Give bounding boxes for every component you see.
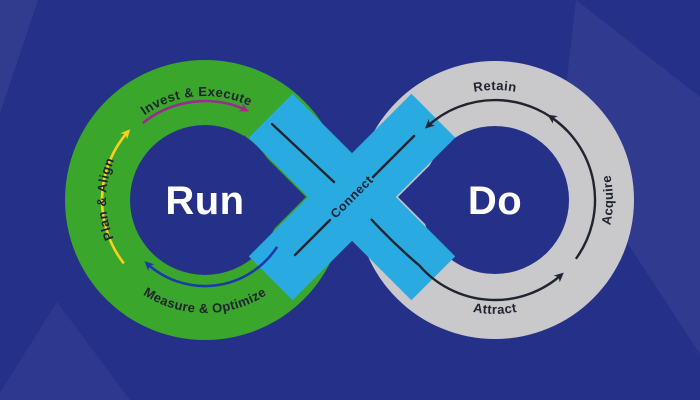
do-title: Do (468, 179, 522, 223)
do-hole-notch (398, 135, 460, 259)
background-facet-bottom-left (0, 302, 130, 400)
attract-arrow (370, 218, 564, 302)
invest-execute-arrow (141, 99, 250, 125)
background-facet-top-left (0, 0, 38, 113)
plan-align-arrow (100, 129, 131, 265)
connector-line-upper-left (270, 122, 336, 184)
run-title: Run (165, 179, 244, 223)
run-hole-notch (244, 135, 306, 259)
connector-line-upper-right (371, 134, 416, 179)
retain-arrow (424, 98, 568, 132)
acquire-label: Acquire (598, 174, 616, 226)
attract-label: Attract (472, 300, 518, 317)
plan-align-label: Plan & Align (94, 155, 117, 243)
retain-label: Retain (472, 78, 518, 95)
connector-lines (270, 122, 416, 257)
connector-line-lower-left (293, 218, 332, 257)
measure-optimize-arrow (144, 246, 279, 288)
